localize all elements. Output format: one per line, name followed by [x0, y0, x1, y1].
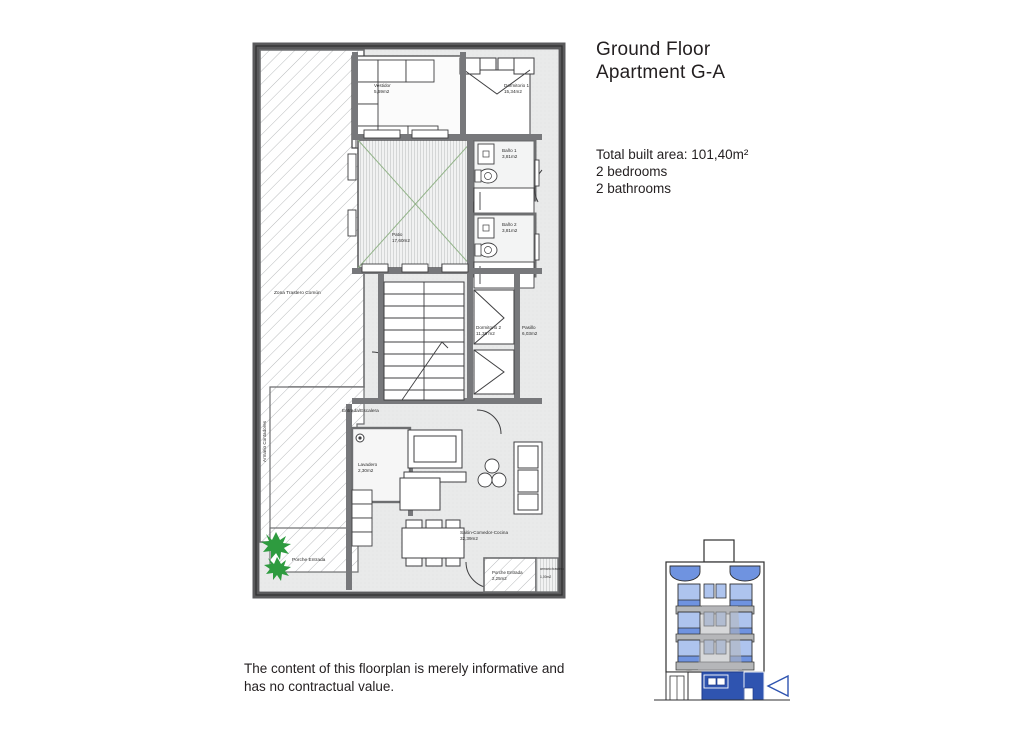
svg-text:1,00m2: 1,00m2	[540, 575, 551, 579]
svg-text:11,38 m2: 11,38 m2	[476, 331, 495, 336]
svg-text:Vestidor: Vestidor	[374, 83, 391, 88]
room-dormitorio-2	[473, 289, 515, 395]
svg-text:2,25m2: 2,25m2	[492, 576, 507, 581]
svg-text:Porche Entrada: Porche Entrada	[292, 557, 326, 563]
room-label-entrada-escalera: Entrada/Escalera	[342, 408, 379, 414]
building-outline	[252, 42, 566, 599]
bathrooms-count-text: 2 bathrooms	[596, 181, 672, 196]
svg-text:Lavadero: Lavadero	[358, 462, 378, 467]
bedrooms-count-text: 2 bedrooms	[596, 164, 668, 179]
svg-text:Pasillo: Pasillo	[522, 325, 536, 330]
svg-text:Baño 2: Baño 2	[502, 222, 517, 227]
room-label-porche-entrada-left: Porche Entrada	[292, 557, 326, 563]
svg-text:5,59m2: 5,59m2	[374, 89, 390, 94]
room-patio	[357, 139, 474, 269]
room-dormitorio-1	[459, 57, 535, 136]
room-label-salon-comedor-cocina: Salón-Comedor-Cocina 32,39m2	[460, 530, 508, 541]
room-salon-comedor-cocina	[399, 429, 543, 567]
svg-text:Armario Contadores: Armario Contadores	[262, 420, 267, 462]
svg-text:Baño 1: Baño 1	[502, 148, 517, 153]
window-markers	[347, 129, 540, 273]
room-label-zona-trastero-comun: Zona Trastero Común	[274, 290, 321, 296]
svg-text:Salón-Comedor-Cocina: Salón-Comedor-Cocina	[460, 530, 508, 535]
disclaimer-block: The content of this floorplan is merely …	[244, 660, 624, 695]
svg-text:3,81m2: 3,81m2	[502, 228, 518, 233]
svg-text:6,03m2: 6,03m2	[522, 331, 538, 336]
staircase	[383, 281, 465, 401]
total-built-area-text: Total built area: 101,40m²	[596, 147, 749, 162]
room-label-armario-contadores: Armario Contadores	[262, 420, 267, 462]
page-title-line-1: Ground Floor	[596, 39, 711, 60]
svg-text:15,34m2: 15,34m2	[504, 89, 522, 94]
disclaimer-line-2: has no contractual value.	[244, 678, 395, 694]
svg-text:Dormitorio 2: Dormitorio 2	[476, 325, 501, 330]
view-direction-marker	[766, 674, 789, 698]
summary-block: Total built area: 101,40m² 2 bedrooms 2 …	[596, 146, 896, 197]
elevation-highlighted-unit	[701, 671, 765, 701]
title-block: Ground Floor Apartment G-A	[596, 38, 896, 84]
room-label-vestidor: Vestidor 5,59m2	[374, 83, 391, 94]
svg-text:32,39m2: 32,39m2	[460, 536, 478, 541]
building-elevation-graphic	[652, 536, 792, 704]
room-label-dormitorio-2: Dormitorio 2 11,38 m2	[476, 325, 501, 336]
disclaimer-line-1: The content of this floorplan is merely …	[244, 661, 565, 676]
elevation-roof	[703, 539, 735, 563]
svg-text:Entrada/Escalera: Entrada/Escalera	[342, 408, 379, 414]
elevation-entrance	[665, 671, 689, 701]
room-label-porche-entrada-right: Porche Entrada 2,25m2	[492, 570, 523, 581]
svg-text:2,30m2: 2,30m2	[358, 468, 374, 473]
room-label-armario-trastero: armario trastero 1,00m2	[540, 567, 564, 579]
svg-text:Dormitorio 1: Dormitorio 1	[504, 83, 529, 88]
room-label-pasillo: Pasillo 6,03m2	[522, 325, 538, 336]
room-porche-entrada-right	[483, 557, 559, 593]
room-label-bano-1: Baño 1 3,81m2	[502, 148, 518, 159]
room-label-lavadero: Lavadero 2,30m2	[358, 462, 378, 473]
svg-text:17,60m2: 17,60m2	[392, 238, 410, 243]
svg-text:Porche Entrada: Porche Entrada	[492, 570, 523, 575]
floorplan-drawing: Vestidor 5,59m2 Dormitorio 1 15,34m2 Bañ…	[252, 42, 568, 608]
page-title-line-2: Apartment G-A	[596, 62, 726, 83]
svg-text:Patio: Patio	[392, 232, 403, 237]
room-label-patio: Patio 17,60m2	[392, 232, 410, 243]
elevation-floors	[675, 583, 755, 671]
elevation-top-floor	[669, 565, 761, 582]
room-bano-2	[471, 212, 537, 289]
svg-text:armario trastero: armario trastero	[540, 567, 564, 571]
plant-icon	[261, 532, 291, 581]
svg-text:3,81m2: 3,81m2	[502, 154, 518, 159]
svg-text:Zona Trastero Común: Zona Trastero Común	[274, 290, 321, 296]
room-label-bano-2: Baño 2 3,81m2	[502, 222, 518, 233]
room-label-dormitorio-1: Dormitorio 1 15,34m2	[504, 83, 529, 94]
